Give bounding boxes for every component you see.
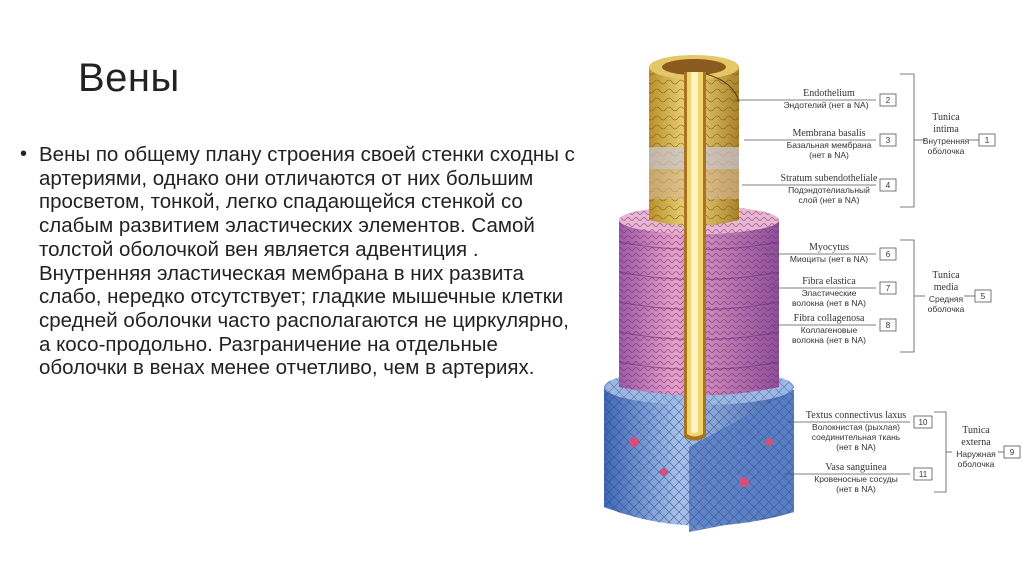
label-vasa-sanguinea: Vasa sanguinea Кровеносные сосуды (нет в… (814, 462, 933, 494)
label-fibra-elastica: Fibra elastica Эластические волокна (нет… (792, 276, 897, 308)
svg-text:Наружная: Наружная (956, 449, 996, 459)
svg-text:Fibra collagenosa: Fibra collagenosa (794, 313, 865, 324)
bullet-list: • Вены по общему плану строения своей ст… (20, 143, 580, 380)
svg-text:Базальная мембрана: Базальная мембрана (787, 140, 872, 150)
svg-text:Tunica: Tunica (932, 112, 960, 123)
svg-text:8: 8 (886, 321, 891, 330)
svg-text:(нет в NA): (нет в NA) (836, 442, 876, 452)
svg-text:Fibra elastica: Fibra elastica (802, 276, 856, 287)
bullet-paragraph: Вены по общему плану строения своей стен… (39, 143, 575, 380)
label-membrana-basalis: Membrana basalis Базальная мембрана (нет… (787, 128, 897, 160)
svg-text:Endothelium: Endothelium (803, 88, 855, 99)
label-endothelium: Endothelium Эндотелий (нет в NA) 2 (783, 88, 897, 110)
svg-text:Vasa sanguinea: Vasa sanguinea (825, 462, 887, 473)
bullet-dot-icon: • (20, 143, 28, 165)
svg-text:Membrana basalis: Membrana basalis (792, 128, 865, 139)
label-textus-connectivus-laxus: Textus connectivus laxus Волокнистая (ры… (806, 410, 933, 452)
svg-text:Волокнистая (рыхлая): Волокнистая (рыхлая) (812, 422, 900, 432)
svg-text:4: 4 (886, 181, 891, 190)
svg-text:Средняя: Средняя (929, 294, 964, 304)
svg-text:11: 11 (919, 470, 928, 479)
svg-text:слой (нет в NA): слой (нет в NA) (799, 195, 860, 205)
svg-text:Tunica: Tunica (932, 270, 960, 281)
svg-text:media: media (934, 282, 959, 293)
svg-text:5: 5 (981, 292, 986, 301)
svg-text:соединительная ткань: соединительная ткань (812, 432, 901, 442)
svg-text:Эндотелий (нет в NA): Эндотелий (нет в NA) (783, 100, 868, 110)
label-myocytus: Myocytus Миоциты (нет в NA) 6 (790, 242, 897, 264)
svg-text:оболочка: оболочка (928, 304, 965, 314)
label-fibra-collagenosa: Fibra collagenosa Коллагеновые волокна (… (792, 313, 897, 345)
svg-text:(нет в NA): (нет в NA) (809, 150, 849, 160)
svg-text:Tunica: Tunica (962, 425, 990, 436)
svg-text:3: 3 (886, 136, 891, 145)
vessel-lumen (684, 72, 740, 441)
svg-text:Textus connectivus laxus: Textus connectivus laxus (806, 410, 906, 421)
label-leaders (734, 73, 952, 493)
svg-text:Коллагеновые: Коллагеновые (801, 325, 858, 335)
group-tunica-intima: Tunica intima Внутренняя оболочка 1 (923, 112, 996, 156)
svg-text:Внутренняя: Внутренняя (923, 136, 970, 146)
svg-text:10: 10 (919, 418, 928, 427)
group-tunica-externa: Tunica externa Наружная оболочка 9 (956, 425, 1021, 469)
svg-text:intima: intima (933, 124, 959, 135)
group-tunica-media: Tunica media Средняя оболочка 5 (928, 270, 992, 314)
svg-text:6: 6 (886, 250, 891, 259)
svg-text:Эластические: Эластические (801, 288, 856, 298)
svg-text:Кровеносные сосуды: Кровеносные сосуды (814, 474, 897, 484)
svg-text:волокна (нет в NA): волокна (нет в NA) (792, 298, 866, 308)
svg-text:Stratum subendotheliale: Stratum subendotheliale (781, 173, 878, 184)
svg-text:Миоциты (нет в NA): Миоциты (нет в NA) (790, 254, 868, 264)
svg-text:1: 1 (985, 136, 990, 145)
svg-text:9: 9 (1010, 448, 1015, 457)
label-stratum-subendotheliale: Stratum subendotheliale Подэндотелиальны… (781, 173, 897, 205)
svg-text:оболочка: оболочка (928, 146, 965, 156)
svg-text:оболочка: оболочка (958, 459, 995, 469)
slide-title: Вены (78, 56, 180, 100)
svg-text:Myocytus: Myocytus (809, 242, 849, 253)
svg-text:(нет в NA): (нет в NA) (836, 484, 876, 494)
tunica-externa-layer (604, 369, 794, 532)
svg-text:7: 7 (886, 284, 891, 293)
svg-text:волокна (нет в NA): волокна (нет в NA) (792, 335, 866, 345)
vein-wall-diagram: Endothelium Эндотелий (нет в NA) 2 Membr… (604, 55, 1021, 532)
svg-text:externa: externa (961, 437, 991, 448)
svg-text:2: 2 (886, 96, 891, 105)
svg-text:Подэндотелиальный: Подэндотелиальный (788, 185, 870, 195)
